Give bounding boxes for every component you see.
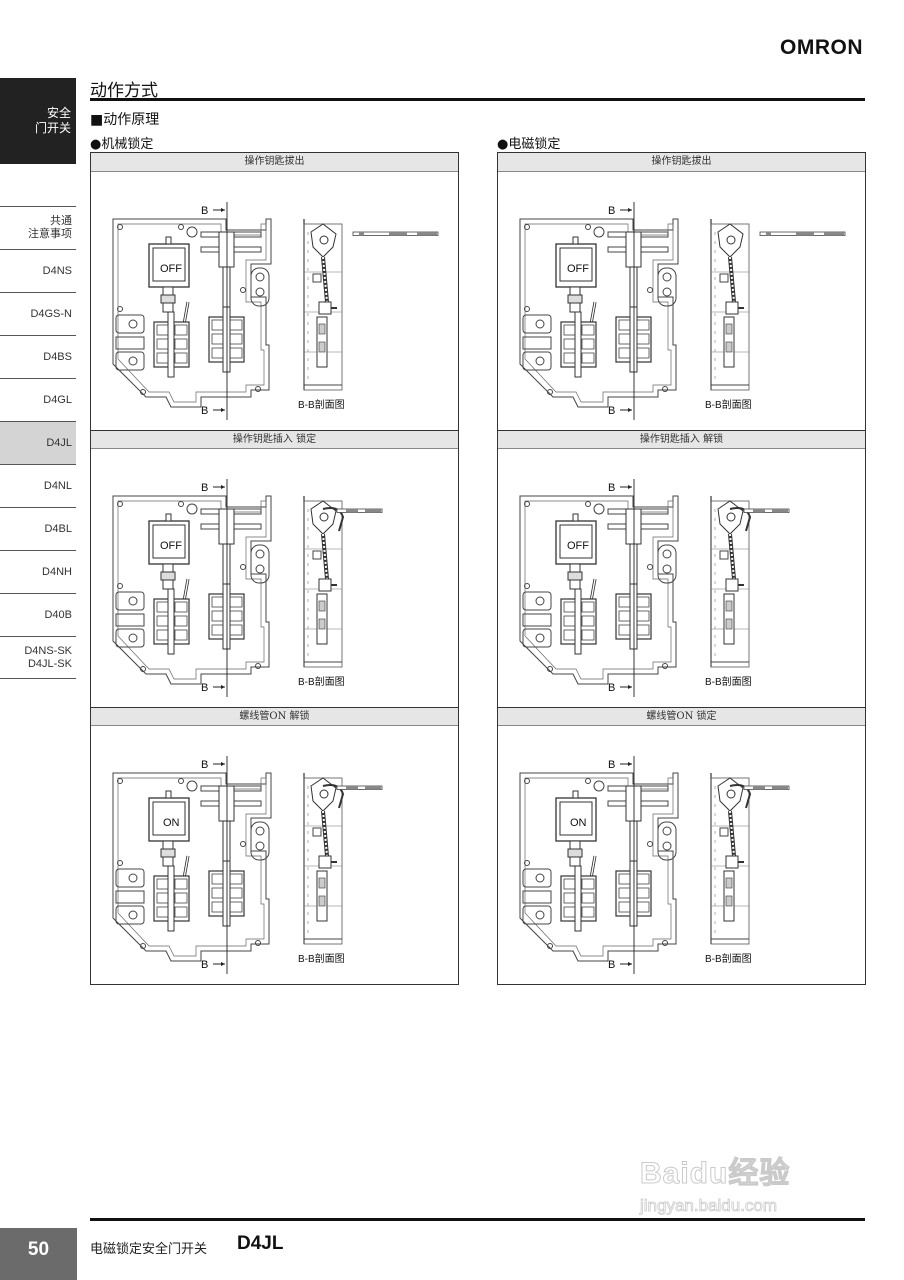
sidebar-item-d40b[interactable]: D40B	[0, 593, 76, 636]
solenoid-lock-frame: 操作钥匙拔出 OFF B B B-B剖面图 操作钥匙插入 解锁 OFF B B	[497, 152, 866, 985]
switch-diagram: OFF B B B-B剖面图	[91, 172, 458, 429]
switch-diagram: ON B B B-B剖面图	[498, 726, 865, 983]
section-mark-bottom: B	[201, 959, 208, 971]
sidebar-item-label: D4JL-SK	[27, 657, 72, 670]
sub-title: ■动作原理	[90, 112, 160, 128]
sidebar-item-d4nl[interactable]: D4NL	[0, 464, 76, 507]
panel-header: 螺线管ON 解锁	[91, 707, 458, 726]
column-label-mechanical-lock: ●机械锁定	[90, 137, 154, 152]
sidebar-item-d4gs-n[interactable]: D4GS-N	[0, 292, 76, 335]
column-label-solenoid-lock: ●电磁锁定	[497, 137, 561, 152]
section-caption: B-B剖面图	[705, 677, 752, 688]
footer-model: D4JL	[237, 1233, 284, 1254]
section-mark-bottom: B	[608, 959, 615, 971]
sidebar-item-label: D4NS	[42, 264, 72, 277]
section-mark-top: B	[201, 759, 208, 771]
omron-logo: OMRON	[780, 36, 863, 59]
mechanism-drawing: OFF B B	[111, 477, 383, 699]
footer-divider	[90, 1218, 865, 1221]
section-mark-top: B	[608, 205, 615, 217]
mechanism-drawing: OFF B B	[518, 477, 790, 699]
section-caption: B-B剖面图	[298, 677, 345, 688]
sidebar-item-label: D4NH	[42, 565, 72, 578]
panel-solenoid-on-unlocked: 螺线管ON 解锁 ON B B B-B剖面图	[91, 707, 458, 983]
sidebar-item-d4jl[interactable]: D4JL	[0, 421, 76, 464]
mechanism-drawing: OFF B B	[111, 200, 439, 422]
sidebar-item-d4ns[interactable]: D4NS	[0, 249, 76, 292]
sidebar-item-label: D40B	[44, 608, 72, 621]
mechanism-drawing: ON B B	[518, 754, 790, 976]
switch-diagram: OFF B B B-B剖面图	[498, 172, 865, 429]
section-divider	[90, 98, 865, 101]
sidebar-item-d4nh[interactable]: D4NH	[0, 550, 76, 593]
section-caption: B-B剖面图	[705, 954, 752, 965]
sidebar-item-label: 共通	[50, 215, 72, 227]
category-label: 安全 门开关	[35, 106, 71, 136]
mechanism-drawing: ON B B	[111, 754, 383, 976]
category-label-line1: 安全	[46, 106, 71, 120]
section-title: 动作方式	[90, 81, 158, 101]
panel-key-removed: 操作钥匙拔出 OFF B B B-B剖面图	[91, 153, 458, 429]
switch-diagram: ON B B B-B剖面图	[91, 726, 458, 983]
category-label-line2: 门开关	[34, 121, 71, 135]
solenoid-state-label: ON	[163, 817, 180, 829]
section-mark-bottom: B	[201, 682, 208, 694]
section-caption: B-B剖面图	[705, 400, 752, 411]
sidebar-item-label: D4NL	[43, 479, 72, 492]
sidebar-nav: 共通 注意事项 D4NS D4GS-N D4BS D4GL D4JL D4NL …	[0, 206, 76, 679]
solenoid-state-label: OFF	[567, 263, 589, 275]
panel-key-inserted-unlocked: 操作钥匙插入 解锁 OFF B B B-B剖面图	[498, 430, 865, 706]
sidebar-item-common-notes[interactable]: 共通 注意事项	[0, 206, 76, 249]
section-mark-top: B	[201, 482, 208, 494]
switch-diagram: OFF B B B-B剖面图	[91, 449, 458, 706]
sidebar-item-label: D4BL	[44, 522, 72, 535]
sidebar-item-label: D4BS	[43, 350, 72, 363]
mechanical-lock-frame: 操作钥匙拔出 OFF B B B-B剖面图 操作钥匙插入 锁定 OFF B B	[90, 152, 459, 985]
section-mark-top: B	[608, 482, 615, 494]
panel-key-inserted-locked: 操作钥匙插入 锁定 OFF B B B-B剖面图	[91, 430, 458, 706]
solenoid-state-label: OFF	[160, 263, 182, 275]
sidebar-item-label: D4NS-SK	[24, 644, 72, 657]
sidebar-item-label: D4GL	[43, 393, 72, 406]
sidebar-item-d4gl[interactable]: D4GL	[0, 378, 76, 421]
footer-title: 电磁锁定安全门开关	[90, 1242, 208, 1257]
sidebar-item-label: D4JL	[46, 436, 72, 449]
panel-header: 操作钥匙拔出	[498, 153, 865, 172]
panel-header: 操作钥匙插入 解锁	[498, 430, 865, 449]
solenoid-state-label: OFF	[160, 540, 182, 552]
sidebar-item-label: 注意事项	[28, 228, 72, 240]
watermark-url: jingyan.baidu.com	[640, 1196, 778, 1216]
sidebar-item-d4bs[interactable]: D4BS	[0, 335, 76, 378]
sidebar-item-d4ns-sk-d4jl-sk[interactable]: D4NS-SK D4JL-SK	[0, 636, 76, 679]
panel-header: 操作钥匙拔出	[91, 153, 458, 172]
section-caption: B-B剖面图	[298, 954, 345, 965]
panel-key-removed: 操作钥匙拔出 OFF B B B-B剖面图	[498, 153, 865, 429]
mechanism-drawing: OFF B B	[518, 200, 846, 422]
solenoid-state-label: OFF	[567, 540, 589, 552]
page-number: 50	[0, 1228, 77, 1280]
section-mark-bottom: B	[201, 405, 208, 417]
baidu-watermark: Baidu经验 jingyan.baidu.com	[639, 1148, 791, 1216]
category-tab: 安全 门开关	[0, 78, 76, 164]
solenoid-state-label: ON	[570, 817, 587, 829]
panel-header: 操作钥匙插入 锁定	[91, 430, 458, 449]
section-mark-top: B	[608, 759, 615, 771]
panel-solenoid-on-locked: 螺线管ON 锁定 ON B B B-B剖面图	[498, 707, 865, 983]
watermark-main: Baidu经验	[639, 1157, 791, 1191]
sidebar-item-d4bl[interactable]: D4BL	[0, 507, 76, 550]
section-mark-top: B	[201, 205, 208, 217]
section-mark-bottom: B	[608, 682, 615, 694]
sidebar-item-label: D4GS-N	[30, 307, 72, 320]
panel-header: 螺线管ON 锁定	[498, 707, 865, 726]
section-caption: B-B剖面图	[298, 400, 345, 411]
section-mark-bottom: B	[608, 405, 615, 417]
switch-diagram: OFF B B B-B剖面图	[498, 449, 865, 706]
